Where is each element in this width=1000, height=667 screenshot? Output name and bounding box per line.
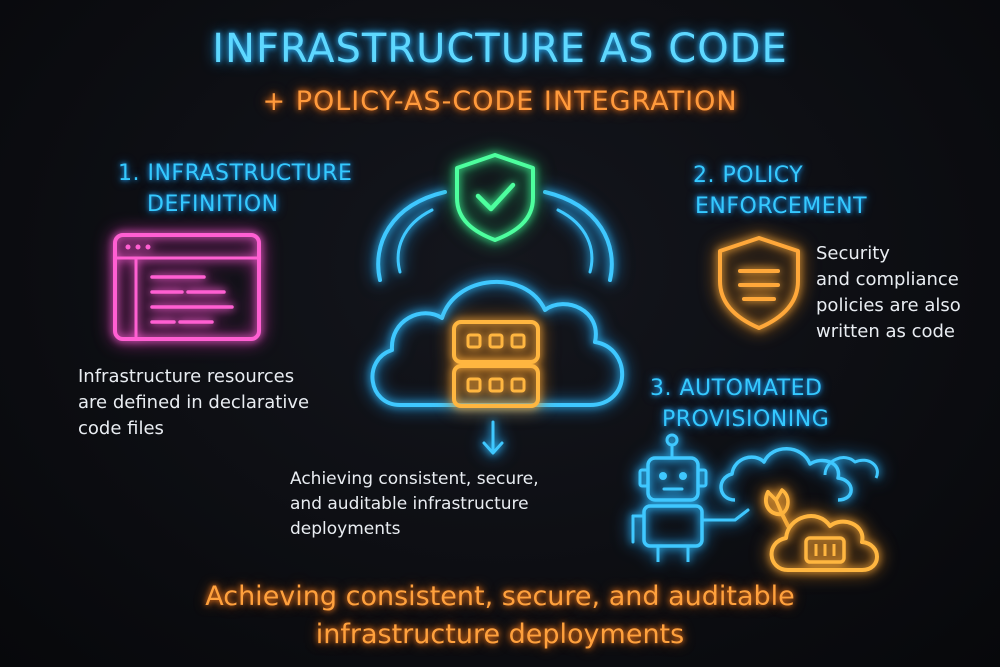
code-window-icon <box>113 233 261 341</box>
center-text-line: Achieving consistent, secure, <box>290 469 539 489</box>
server-rack-icon <box>452 320 540 408</box>
section-3-heading-line1: 3. AUTOMATED <box>650 376 823 401</box>
policy-shield-icon <box>718 236 800 330</box>
cloud-icon <box>370 279 625 407</box>
section-1-description: Infrastructure resources are defined in … <box>78 364 348 442</box>
section-3-heading: 3. AUTOMATED PROVISIONING <box>650 373 829 435</box>
center-text-line: deployments <box>290 519 401 539</box>
down-arrow-icon <box>482 420 504 455</box>
section-1-heading-line2: DEFINITION <box>147 192 279 217</box>
section-2-text-line: written as code <box>816 321 955 342</box>
center-graphic <box>370 153 625 455</box>
robot-icon <box>631 433 750 562</box>
check-shield-icon <box>455 153 535 242</box>
section-1-text-line: Infrastructure resources <box>78 366 295 387</box>
page-title: INFRASTRUCTURE AS CODE <box>212 26 788 72</box>
section-1-heading: 1. INFRASTRUCTURE DEFINITION <box>118 158 352 220</box>
footer-line1: Achieving consistent, secure, and audita… <box>205 581 795 612</box>
page-subtitle: + POLICY-AS-CODE INTEGRATION <box>262 86 738 117</box>
section-2-heading-line2: ENFORCEMENT <box>695 194 868 219</box>
section-3-heading-line2: PROVISIONING <box>662 407 830 432</box>
background-cloud-icon <box>719 447 879 502</box>
footer-line2: infrastructure deployments <box>315 619 685 650</box>
section-2-heading: 2. POLICY ENFORCEMENT <box>693 160 867 222</box>
server-cloud-icon <box>769 514 879 572</box>
section-2-description: Security and compliance policies are als… <box>816 241 996 345</box>
footer-summary: Achieving consistent, secure, and audita… <box>0 578 1000 654</box>
section-1-text-line: are defined in declarative <box>78 392 310 413</box>
connector-arcs <box>376 190 614 282</box>
section-2-text-line: and compliance <box>816 269 959 290</box>
section-1-text-line: code files <box>78 418 164 439</box>
robot-cloud-icon <box>631 433 879 572</box>
center-description: Achieving consistent, secure, and audita… <box>290 467 600 542</box>
section-2-heading-line1: 2. POLICY <box>693 163 804 188</box>
center-text-line: and auditable infrastructure <box>290 494 529 514</box>
section-2-text-line: policies are also <box>816 295 961 316</box>
section-1-heading-line1: 1. INFRASTRUCTURE <box>118 161 353 186</box>
wrench-icon <box>763 488 790 528</box>
section-2-text-line: Security <box>816 243 890 264</box>
